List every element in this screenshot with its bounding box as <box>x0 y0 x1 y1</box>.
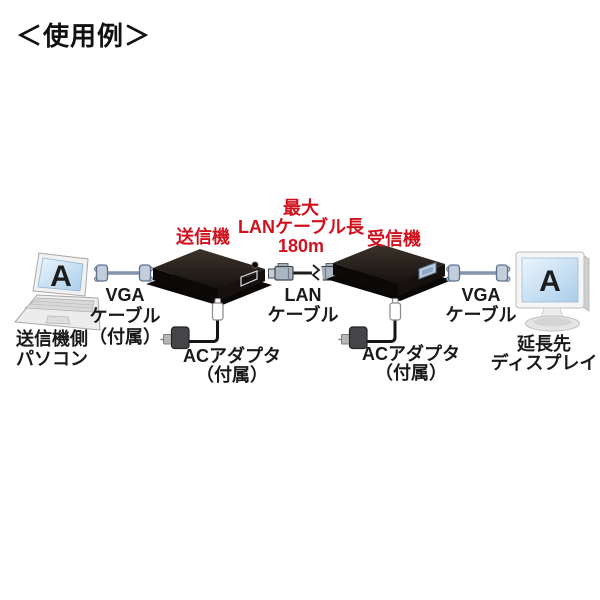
ac-adapter-left-icon <box>160 298 224 350</box>
receiver-box-icon <box>326 244 452 301</box>
receiver-label-text: 受信機 <box>367 229 421 249</box>
monitor-icon: A <box>515 251 590 332</box>
transmitter-vga-port-icon <box>240 270 258 287</box>
page-title: ＜使用例＞ <box>16 21 152 51</box>
vga-cable-right-icon <box>446 264 511 282</box>
display-label: 延長先 ディスプレイ <box>490 334 598 373</box>
max-lan-length-note: 最大 LANケーブル長 180m <box>238 198 364 256</box>
cable-break-mark <box>311 261 323 285</box>
transmitter-label-text: 送信機 <box>176 227 230 247</box>
laptop-screen-letter: A <box>50 260 72 293</box>
lan-cable-label: LAN ケーブル <box>267 285 339 325</box>
receiver-label: 受信機 <box>349 225 439 251</box>
sender-pc-label: 送信機側 パソコン <box>16 329 88 369</box>
ac-adapter-left-label: ACアダプタ （付属） <box>183 346 281 385</box>
transmitter-lan-port-icon <box>251 261 259 269</box>
ac-adapter-right-icon <box>338 298 402 350</box>
laptop-icon: A <box>14 252 101 331</box>
monitor-screen-letter: A <box>539 265 561 298</box>
vga-cable-left-label: VGA ケーブル （付属） <box>89 285 161 347</box>
ac-adapter-right-label: ACアダプタ （付属） <box>362 344 460 383</box>
transmitter-label: 送信機 <box>158 223 248 249</box>
lan-cable-icon <box>268 261 346 285</box>
transmitter-box-icon <box>146 249 272 306</box>
vga-cable-right-label: VGA ケーブル <box>445 285 517 325</box>
vga-cable-left-icon <box>94 264 153 282</box>
